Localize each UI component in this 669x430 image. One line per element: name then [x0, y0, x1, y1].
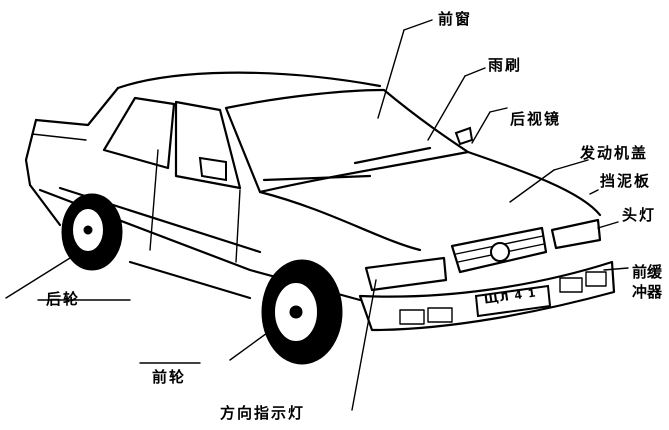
leader-mirror: [489, 107, 508, 113]
license-plate: [474, 284, 552, 318]
label-rear-wheel: 后轮: [46, 290, 81, 308]
leader-windshield-2: [377, 29, 405, 119]
front-wheel-hub: [289, 305, 303, 319]
label-hood: 发动机盖: [580, 144, 649, 162]
leader-turn-signal: [351, 279, 377, 411]
door-line: [149, 149, 159, 251]
leader-lines: [5, 19, 629, 411]
side-mirror: [198, 156, 227, 182]
label-wiper: 雨刷: [488, 56, 523, 74]
hood-front: [466, 150, 602, 217]
leader-headlight: [597, 221, 619, 229]
grille: [450, 226, 548, 274]
headlight-left: [364, 256, 448, 292]
leader-hood-2: [509, 169, 555, 203]
roof-rear: [34, 86, 120, 127]
wheels: [61, 193, 343, 365]
label-front-wheel: 前轮: [152, 368, 187, 386]
grille-logo: [490, 242, 510, 262]
label-bumper: 前缓冲器: [632, 263, 663, 301]
roof: [116, 71, 382, 90]
leader-fender: [589, 189, 599, 195]
car-body: [24, 71, 616, 332]
fog-light-1: [399, 309, 425, 325]
leader-mirror-2: [471, 111, 491, 144]
hood-edge: [258, 190, 422, 252]
leader-hood: [553, 159, 589, 171]
trunk-line: [31, 133, 87, 141]
fog-light-2: [427, 307, 453, 323]
label-fender: 挡泥板: [600, 172, 652, 190]
door-line-2: [235, 189, 241, 263]
leader-wiper: [464, 67, 486, 77]
wiper-right: [353, 146, 432, 165]
leader-windshield: [403, 19, 433, 31]
front-bumper: [358, 260, 616, 332]
leader-wiper-2: [427, 75, 466, 141]
wiper-left: [262, 174, 372, 182]
rear-wheel-hub: [83, 225, 93, 235]
fog-light-3: [559, 277, 583, 293]
label-windshield: 前窗: [438, 10, 473, 28]
headlight-right: [550, 218, 602, 250]
leader-rear-wheel: [5, 257, 71, 299]
fog-light-4: [585, 271, 607, 287]
trunk: [24, 118, 62, 227]
front-side-window: [174, 100, 242, 190]
label-mirror: 后视镜: [510, 110, 562, 128]
label-headlight: 头灯: [622, 206, 657, 224]
rear-window: [102, 96, 176, 170]
right-mirror: [454, 126, 474, 146]
leader-bumper: [603, 267, 629, 271]
label-turn-signal: 方向指示灯: [220, 404, 306, 422]
rocker: [128, 260, 252, 300]
